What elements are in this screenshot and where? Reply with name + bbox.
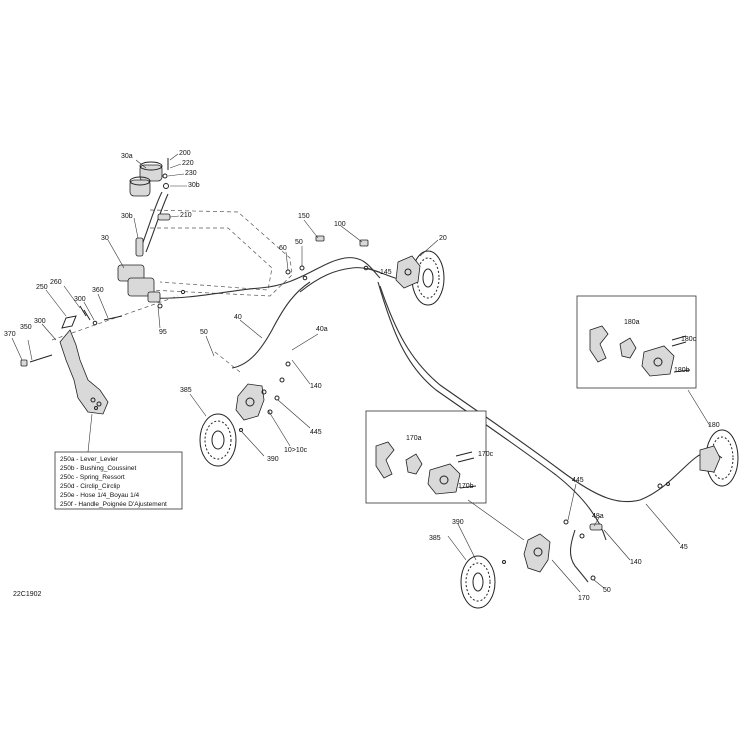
callout-30: 30	[101, 235, 109, 242]
legend-item: 250a - Lever_Levier	[60, 456, 119, 463]
callout-10-10c: 10>10c	[284, 447, 308, 454]
callout-170b: 170b	[458, 483, 474, 490]
callout-40: 40	[234, 314, 242, 321]
callout-360: 360	[92, 287, 104, 294]
callout-390: 390	[267, 456, 279, 463]
callout-40a: 40a	[316, 326, 328, 333]
callout-95: 95	[159, 329, 167, 336]
callout-170c: 170c	[478, 451, 494, 458]
callout-150: 150	[298, 213, 310, 220]
master-cylinder-group	[117, 158, 186, 309]
callout-100: 100	[334, 221, 346, 228]
callout-145: 145	[380, 269, 392, 276]
leader-lines	[11, 153, 711, 593]
callout-385: 385	[180, 387, 192, 394]
rear-left-brake	[460, 519, 603, 609]
legend-item: 250c - Spring_Ressort	[60, 474, 125, 481]
callout-45: 45	[680, 544, 688, 551]
front-left-brake	[199, 361, 291, 467]
callout-350: 350	[20, 324, 32, 331]
rear-right-brake	[657, 429, 739, 489]
callout-labels: 30a 200 220 230 30b 30b 210 30 150 100 2…	[4, 150, 720, 602]
callout-250: 250	[36, 284, 48, 291]
callout-50: 50	[603, 587, 611, 594]
callout-260: 260	[50, 279, 62, 286]
callout-445: 445	[572, 477, 584, 484]
callout-180c: 180c	[681, 336, 697, 343]
callout-50: 50	[295, 239, 303, 246]
dashed-reference-lines	[51, 209, 293, 373]
callout-170a: 170a	[406, 435, 422, 442]
callout-20: 20	[439, 235, 447, 242]
callout-48a: 48a	[592, 513, 604, 520]
front-right-brake	[285, 235, 445, 306]
callout-300: 300	[74, 296, 86, 303]
callout-50: 50	[200, 329, 208, 336]
brake-lines	[139, 191, 723, 583]
legend-item: 250f - Handle_Poignée D'Ajustement	[60, 501, 167, 508]
callout-230: 230	[185, 170, 197, 177]
callout-210: 210	[180, 212, 192, 219]
callout-170: 170	[578, 595, 590, 602]
callout-220: 220	[182, 160, 194, 167]
legend-item: 250e - Hose 1/4_Boyau 1/4	[60, 492, 140, 499]
callout-60: 60	[279, 245, 287, 252]
parts-legend: 250a - Lever_Levier 250b - Bushing_Couss…	[54, 451, 183, 510]
callout-200: 200	[179, 150, 191, 157]
legend-item: 250b - Bushing_Coussinet	[60, 465, 136, 472]
callout-30b: 30b	[188, 182, 200, 189]
detail-box-180	[576, 295, 697, 389]
callout-30b: 30b	[121, 213, 133, 220]
callout-370: 370	[4, 331, 16, 338]
callout-140: 140	[630, 559, 642, 566]
callout-180b: 180b	[674, 367, 690, 374]
drawing-code: 22C1902	[13, 591, 42, 598]
legend-item: 250d - Circlip_Circlip	[60, 483, 120, 490]
callout-300: 300	[34, 318, 46, 325]
callout-180: 180	[708, 422, 720, 429]
brake-pedal-group	[20, 305, 123, 415]
callout-445: 445	[310, 429, 322, 436]
callout-390: 390	[452, 519, 464, 526]
callout-385: 385	[429, 535, 441, 542]
callout-180a: 180a	[624, 319, 640, 326]
callout-140: 140	[310, 383, 322, 390]
detail-box-170	[365, 410, 487, 504]
callout-30a: 30a	[121, 153, 133, 160]
